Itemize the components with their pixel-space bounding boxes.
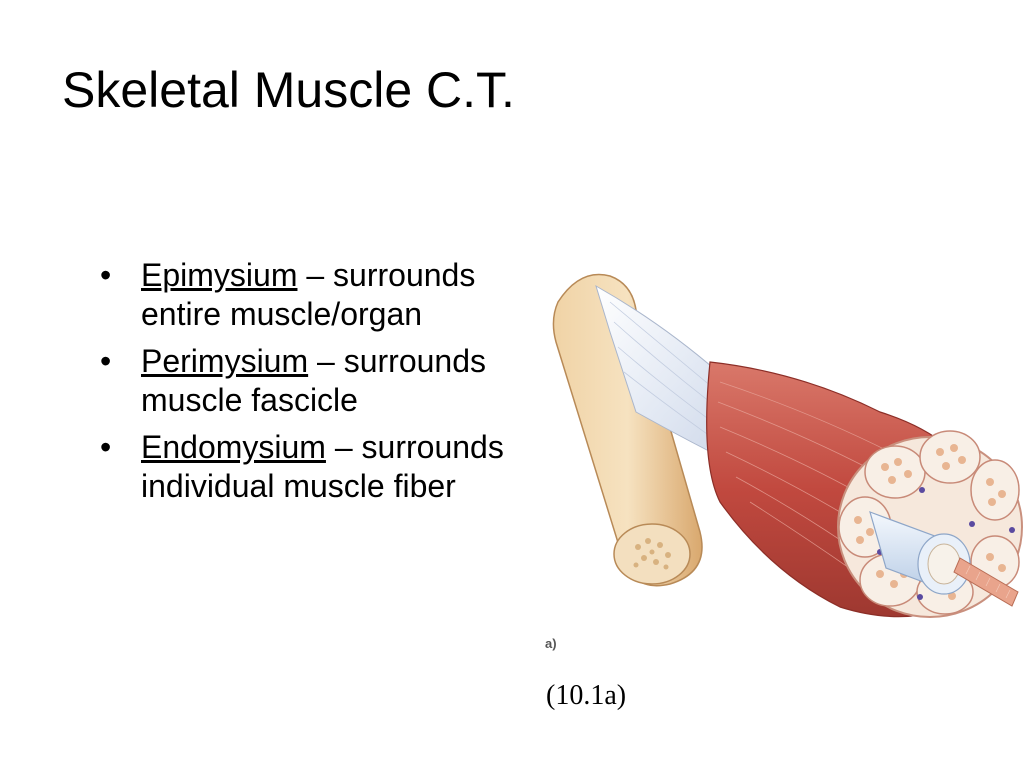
muscle-anatomy-illustration [540,262,1024,652]
description-perimysium: surrounds muscle fascicle [141,343,486,419]
term-separator: – [325,429,353,466]
term-perimysium: Perimysium [141,343,309,380]
term-epimysium: Epimysium [141,257,298,293]
bullet-item-endomysium: • Endomysium – surrounds individual musc… [100,428,530,506]
bullet-item-perimysium: • Perimysium – surrounds muscle fascicle [100,342,530,420]
bullet-dot-icon: • [100,257,112,293]
term-separator: – [308,343,335,380]
bullet-list: • Epimysium – surrounds entire muscle/or… [100,256,530,514]
description-epimysium: surrounds entire muscle/organ [141,257,476,333]
muscle-fiber-shape [953,557,1019,607]
bullet-dot-icon: • [100,429,112,466]
description-endomysium: surrounds individual muscle fiber [141,429,504,505]
term-endomysium: Endomysium [141,429,326,466]
bullet-dot-icon: • [100,343,112,380]
figure-caption: (10.1a) [546,680,627,711]
term-separator: – [297,257,325,293]
fascicle-shape [869,511,971,595]
bone-shape [552,273,703,587]
bullet-item-epimysium: • Epimysium – surrounds entire muscle/or… [100,256,530,334]
slide-title: Skeletal Muscle C.T. [62,62,515,118]
figure-panel-letter: a) [545,636,557,651]
